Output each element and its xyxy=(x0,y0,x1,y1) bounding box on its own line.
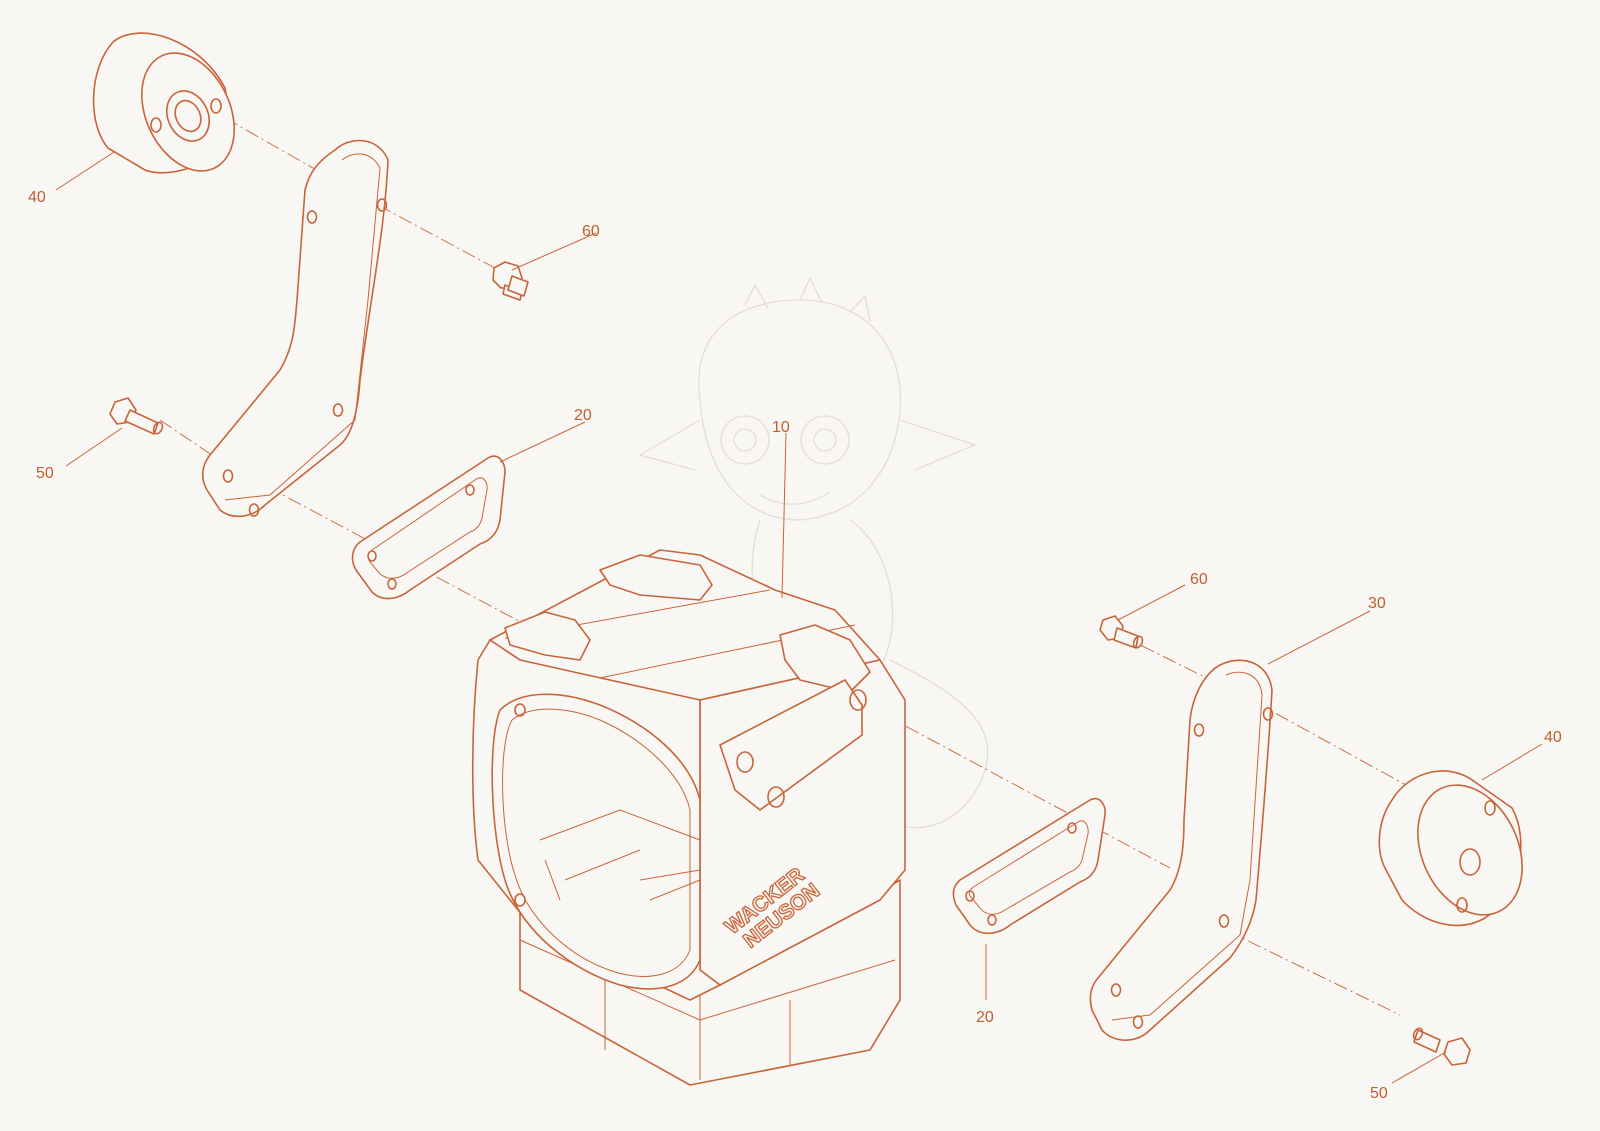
leader-lines xyxy=(55,151,1543,1084)
callout-10: 10 xyxy=(772,419,790,436)
callout-labels: 10 20 20 30 40 40 50 50 60 60 xyxy=(28,189,1562,1102)
callout-50-lower-right: 50 xyxy=(1370,1085,1388,1102)
spacer-disc-lower-right xyxy=(1378,770,1523,927)
bracket-plate-lower-right xyxy=(1089,659,1274,1041)
callout-40-upper-left: 40 xyxy=(28,189,46,206)
bolt-right-upper xyxy=(1099,615,1144,649)
bolt-upper xyxy=(492,261,529,301)
housing-main: WACKER NEUSON xyxy=(471,549,906,1086)
callout-60-upper: 60 xyxy=(582,223,600,240)
callout-50-left: 50 xyxy=(36,465,54,482)
gasket-lower xyxy=(952,797,1106,935)
callout-20-lower: 20 xyxy=(976,1009,994,1026)
gasket-upper xyxy=(351,455,506,600)
bracket-plate-upper-left xyxy=(201,139,389,518)
callout-30: 30 xyxy=(1368,595,1386,612)
spacer-disc-upper-left xyxy=(92,32,236,174)
bolt-right-lower xyxy=(1412,1027,1471,1066)
callout-40-lower-right: 40 xyxy=(1544,729,1562,746)
bolt-left xyxy=(109,397,164,435)
callout-60-right: 60 xyxy=(1190,571,1208,588)
callout-20-upper: 20 xyxy=(574,407,592,424)
